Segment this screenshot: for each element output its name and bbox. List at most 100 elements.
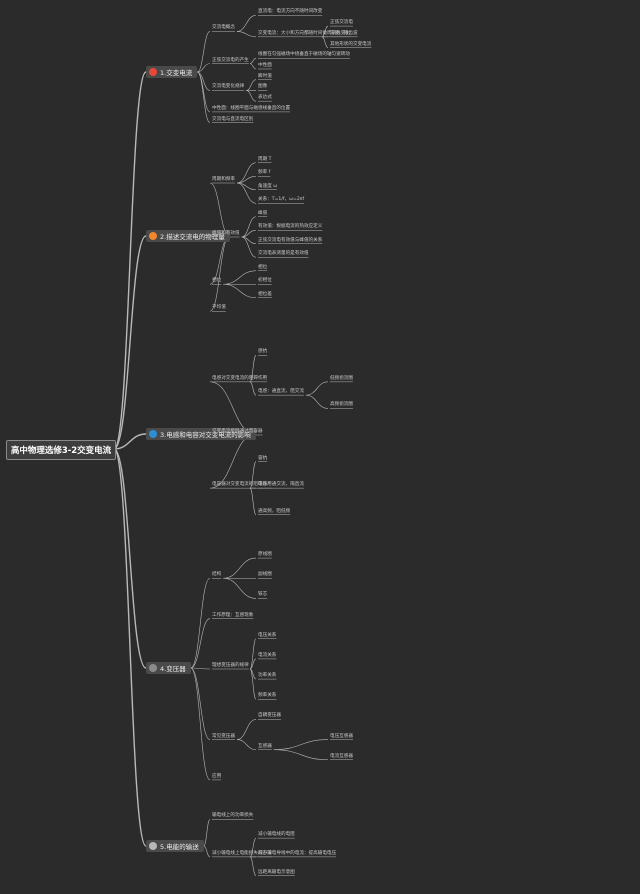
node-label[interactable]: 线圈在匀强磁场中绕垂直于磁场的轴匀速转动 bbox=[258, 52, 350, 58]
branch-label: 4.变压器 bbox=[160, 665, 186, 673]
node-label[interactable]: 正弦交流电有效值与峰值的关系 bbox=[258, 237, 323, 243]
connector bbox=[249, 487, 257, 516]
node-label[interactable]: 方波、锯齿波 bbox=[330, 30, 358, 36]
node-label[interactable]: 相位 bbox=[212, 278, 222, 284]
connector bbox=[197, 63, 211, 73]
connector bbox=[236, 175, 257, 184]
root-connector bbox=[113, 433, 147, 450]
branch-4[interactable]: 4.变压器 bbox=[146, 662, 191, 674]
node-label[interactable]: 减小输电线上电能损失的方法 bbox=[212, 850, 272, 856]
connector bbox=[249, 837, 257, 858]
node-label[interactable]: 通高频，阻低频 bbox=[258, 508, 291, 514]
node-label[interactable]: 容抗 bbox=[258, 455, 268, 461]
node-label[interactable]: 电流关系 bbox=[258, 652, 277, 658]
node-label[interactable]: 瞬时值 bbox=[258, 73, 272, 79]
node-label[interactable]: 周期和频率 bbox=[212, 177, 235, 182]
node-label[interactable]: 关系：T=1/f，ω=2πf bbox=[258, 197, 305, 203]
node-label[interactable]: 表达式 bbox=[258, 95, 272, 101]
connector bbox=[249, 461, 257, 489]
connector bbox=[223, 270, 257, 285]
node-label[interactable]: 理想变压器的规律 bbox=[212, 663, 249, 668]
node-label[interactable]: 平均值 bbox=[212, 305, 226, 311]
node-label[interactable]: 中性面 bbox=[258, 63, 272, 68]
node-label[interactable]: 中性面：线圈平面与磁感线垂直的位置 bbox=[212, 105, 291, 111]
connector bbox=[246, 90, 257, 102]
root-connector bbox=[113, 448, 147, 847]
node-label[interactable]: 减小输电线的电阻 bbox=[258, 832, 295, 838]
branch-1[interactable]: 1.交变电流 bbox=[146, 66, 198, 78]
branch-dot-icon bbox=[149, 232, 157, 240]
node-label[interactable]: 感抗 bbox=[258, 349, 268, 355]
node-label[interactable]: 输电线上的功率损失 bbox=[212, 813, 254, 819]
connector bbox=[249, 658, 257, 670]
node-label[interactable]: 交流电与直流电区别 bbox=[212, 116, 254, 122]
node-label[interactable]: 电压关系 bbox=[258, 632, 277, 638]
node-label[interactable]: 自耦变压器 bbox=[258, 713, 281, 719]
connector bbox=[203, 819, 211, 847]
node-label[interactable]: 互感器 bbox=[258, 743, 272, 749]
node-label[interactable]: 铁芯 bbox=[258, 592, 268, 598]
branch-dot-icon bbox=[149, 842, 157, 850]
node-label[interactable]: 高频扼流圈 bbox=[330, 402, 353, 408]
node-label[interactable]: 常见变压器 bbox=[212, 733, 235, 739]
connector bbox=[305, 381, 329, 396]
node-label[interactable]: 初相位 bbox=[258, 278, 272, 284]
node-label[interactable]: 电流互感器 bbox=[330, 753, 353, 759]
node-label[interactable]: 相位 bbox=[258, 264, 268, 270]
connector bbox=[236, 31, 257, 38]
node-label[interactable]: 正弦交流电的产生 bbox=[212, 57, 249, 63]
node-label[interactable]: 电感对交变电流的阻碍作用 bbox=[212, 375, 268, 381]
node-label[interactable]: 交流电变化规律 bbox=[212, 84, 245, 90]
node-label[interactable]: 电容器对交变电流的阻碍作用 bbox=[212, 482, 272, 488]
node-label[interactable]: 电容：通交流，隔直流 bbox=[258, 482, 304, 488]
node-label[interactable]: 图像 bbox=[258, 84, 268, 90]
connector bbox=[190, 667, 211, 740]
node-label[interactable]: 电感：通直流，阻交流 bbox=[258, 389, 304, 395]
node-label[interactable]: 相位差 bbox=[258, 291, 272, 297]
branch-5[interactable]: 5.电能的输送 bbox=[146, 840, 204, 852]
node-label[interactable]: 其他形状的交变电流 bbox=[330, 41, 372, 47]
node-label[interactable]: 峰值 bbox=[258, 210, 268, 216]
node-label[interactable]: 直流电：电流方向不随时间改变 bbox=[258, 9, 323, 15]
node-label[interactable]: 角速度 ω bbox=[258, 183, 278, 189]
connector bbox=[241, 229, 257, 238]
connector bbox=[249, 63, 257, 70]
connector bbox=[236, 719, 257, 740]
branch-2[interactable]: 2.描述交流电的物理量 bbox=[146, 230, 230, 242]
root-node[interactable]: 高中物理选修3-2交变电流 bbox=[6, 440, 116, 460]
node-label[interactable]: 工作原理：互感现象 bbox=[212, 612, 254, 618]
node-label[interactable]: 交流电表测量的是有效值 bbox=[258, 251, 309, 257]
branch-label: 1.交变电流 bbox=[160, 69, 193, 77]
branch-3[interactable]: 3.电感和电容对交变电流的影响 bbox=[146, 428, 256, 440]
node-label[interactable]: 频率关系 bbox=[258, 693, 277, 699]
node-label[interactable]: 频率 f bbox=[258, 170, 271, 176]
node-label[interactable]: 交变电流能够通过电容器 bbox=[212, 429, 263, 434]
node-label[interactable]: 副线圈 bbox=[258, 572, 272, 578]
connector bbox=[209, 381, 256, 435]
connector bbox=[249, 668, 257, 700]
node-label[interactable]: 交变电流：大小和方向都随时间做周期性变化 bbox=[258, 30, 350, 36]
connector bbox=[209, 235, 230, 312]
node-label[interactable]: 交流电概念 bbox=[212, 25, 235, 31]
node-label[interactable]: 功率关系 bbox=[258, 673, 277, 679]
connector bbox=[236, 182, 257, 204]
node-label[interactable]: 远距离输电示意图 bbox=[258, 869, 295, 875]
node-label[interactable]: 电压互感器 bbox=[330, 733, 353, 739]
connector bbox=[321, 25, 329, 38]
connector bbox=[196, 71, 211, 123]
branch-dot-icon bbox=[149, 430, 157, 438]
node-label[interactable]: 低频扼流圈 bbox=[330, 375, 353, 381]
node-label[interactable]: 结构 bbox=[212, 572, 222, 578]
connector bbox=[249, 354, 257, 383]
node-label[interactable]: 正弦交流电 bbox=[330, 20, 353, 26]
node-label[interactable]: 有效值：根据电流的热效应定义 bbox=[258, 224, 323, 230]
node-label[interactable]: 峰值和有效值 bbox=[212, 231, 240, 236]
node-label[interactable]: 应用 bbox=[212, 773, 222, 779]
node-label[interactable]: 原线圈 bbox=[258, 552, 272, 558]
connector bbox=[196, 31, 211, 73]
connector bbox=[190, 618, 211, 669]
node-label[interactable]: 周期 T bbox=[258, 156, 272, 162]
root-connector bbox=[113, 71, 147, 450]
node-label[interactable]: 减小输电导线中的电流：提高输电电压 bbox=[258, 850, 337, 856]
connector bbox=[241, 216, 257, 238]
